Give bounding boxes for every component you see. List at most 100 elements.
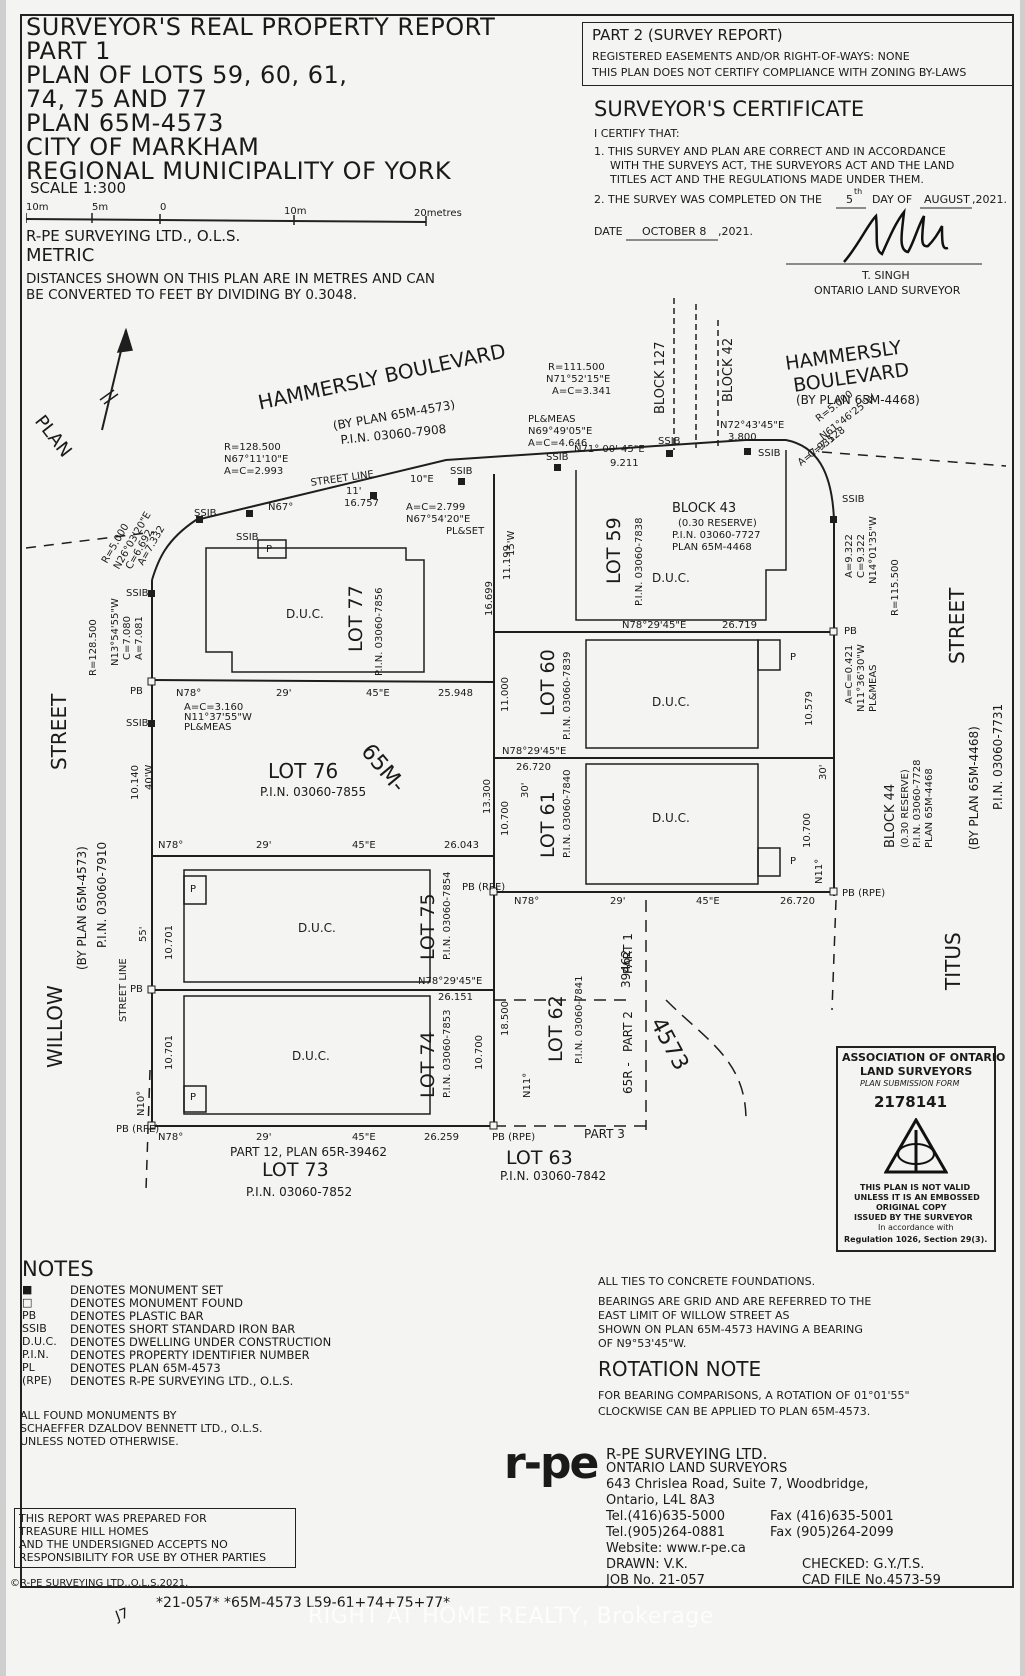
ssib-3: SSIB: [450, 466, 473, 477]
scale-bar: [26, 213, 427, 226]
firm-line: R-PE SURVEYING LTD., O.L.S.: [26, 227, 241, 245]
ssib-8: SSIB: [126, 588, 149, 599]
curve-4-note: PL&SET: [446, 526, 485, 537]
found-note-2: SCHAEFFER DZALDOV BENNETT LTD., O.L.S.: [20, 1422, 263, 1435]
curve-9-chord: C=9.322: [856, 534, 867, 578]
duc-lot-59: D.U.C.: [652, 571, 690, 585]
block-43-label: BLOCK 43: [672, 501, 737, 516]
titus-plan-ref: (BY PLAN 65M-4468): [967, 726, 981, 850]
ssib-1: SSIB: [194, 508, 217, 519]
bearing-1-deg: N78°: [176, 688, 202, 699]
willow-plan-ref: (BY PLAN 65M-4573): [75, 846, 89, 970]
duc-lot-74: D.U.C.: [292, 1049, 330, 1063]
part2-zoning: THIS PLAN DOES NOT CERTIFY COMPLIANCE WI…: [592, 66, 967, 79]
stamp-note-5: In accordance with: [878, 1223, 954, 1232]
pb-rpe-4: PB (RPE): [842, 888, 886, 899]
duc-lot-60: D.U.C.: [652, 695, 690, 709]
company-fax-2: Fax (905)264-2099: [770, 1525, 894, 1540]
ties-note: ALL TIES TO CONCRETE FOUNDATIONS.: [598, 1275, 816, 1288]
metric-label: METRIC: [26, 245, 95, 266]
certificate-heading: SURVEYOR'S CERTIFICATE: [594, 97, 865, 121]
bearing-8-dist: 9.211: [610, 458, 639, 469]
surveyor-role: ONTARIO LAND SURVEYOR: [814, 284, 961, 297]
bearing-1-sec: 45"E: [366, 688, 390, 699]
dist-6: 10.140: [130, 765, 141, 800]
curve-9-radius: R=115.500: [890, 559, 901, 616]
block-43-plan: PLAN 65M-4468: [672, 542, 752, 553]
curve-2-bearing: N71°52'15"E: [546, 374, 611, 385]
porch-2: P: [790, 652, 797, 663]
dist-19: N11°: [814, 858, 825, 884]
block-44-label: BLOCK 44: [883, 783, 898, 848]
ssib-7: SSIB: [842, 494, 865, 505]
distance-note-1: DISTANCES SHOWN ON THIS PLAN ARE IN METR…: [26, 271, 436, 287]
curve-7-note: PL&MEAS: [184, 722, 232, 733]
part2-easements: REGISTERED EASEMENTS AND/OR RIGHT-OF-WAY…: [592, 50, 910, 63]
bearing-note-1: BEARINGS ARE GRID AND ARE REFERRED TO TH…: [598, 1295, 872, 1308]
part2-heading: PART 2 (SURVEY REPORT): [592, 26, 783, 44]
prepared-line-2: TREASURE HILL HOMES: [19, 1525, 149, 1538]
certify-day-suffix: th: [854, 187, 863, 196]
title-line-6: CITY OF MARKHAM: [26, 133, 260, 161]
bearing-1-dist: 25.948: [438, 688, 473, 699]
bearing-3-dist: 26.151: [438, 992, 473, 1003]
dist-20: 30': [818, 764, 829, 780]
dist-10: 18.500: [500, 1001, 511, 1036]
bearing-4-dist: 26.259: [424, 1132, 459, 1143]
stamp-number: 2178141: [874, 1093, 948, 1111]
lot-61-label: LOT 61: [537, 791, 559, 858]
lot-59-pin: P.I.N. 03060-7838: [634, 517, 645, 607]
bearing-2-min: 29': [256, 840, 272, 851]
rotation-note-1: FOR BEARING COMPARISONS, A ROTATION OF 0…: [598, 1389, 910, 1402]
willow-pin: P.I.N. 03060-7910: [95, 841, 109, 948]
block-127-label: BLOCK 127: [653, 341, 668, 414]
lot-60-pin: P.I.N. 03060-7839: [562, 651, 573, 741]
surveyor-signature: [843, 207, 949, 263]
bearing-10-dist: 16.757: [344, 498, 379, 509]
note-value: DENOTES PROPERTY IDENTIFIER NUMBER: [70, 1348, 310, 1362]
stamp-note-2: UNLESS IT IS AN EMBOSSED: [854, 1193, 980, 1202]
bearing-1-min: 29': [276, 688, 292, 699]
curve-4-bearing: N67°54'20"E: [406, 514, 471, 525]
porch-5: P: [190, 1092, 197, 1103]
bearing-note-4: OF N9°53'45"W.: [598, 1337, 687, 1350]
bearing-5-dist: 26.719: [722, 620, 757, 631]
dist-2: 16.699: [484, 581, 495, 616]
certify-day: 5: [846, 193, 853, 206]
stamp-note-3: ORIGINAL COPY: [876, 1203, 947, 1212]
scale-bar-5m: 5m: [92, 202, 109, 213]
bearing-2-sec: 45"E: [352, 840, 376, 851]
certify-month: AUGUST: [924, 193, 970, 206]
note-value: DENOTES MONUMENT SET: [70, 1283, 224, 1297]
note-key: PB: [22, 1309, 37, 1322]
duc-lot-61: D.U.C.: [652, 811, 690, 825]
pb-2: PB: [130, 984, 143, 995]
curve-10-bearing: N11°36'30"W: [856, 644, 867, 712]
title-line-1: SURVEYOR'S REAL PROPERTY REPORT: [26, 13, 496, 41]
notes-heading: NOTES: [22, 1257, 94, 1281]
lot-73-pin: P.I.N. 03060-7852: [246, 1185, 353, 1199]
pb-rpe-2: PB (RPE): [462, 882, 506, 893]
prepared-line-1: THIS REPORT WAS PREPARED FOR: [19, 1512, 207, 1525]
dist-12: 10.700: [802, 813, 813, 848]
date-year: ,2021.: [718, 225, 753, 238]
title-line-5: PLAN 65M-4573: [26, 109, 224, 137]
titus-pin: P.I.N. 03060-7731: [991, 703, 1005, 810]
surveyor-name: T. SINGH: [862, 269, 910, 282]
scale-bar-10m: 10m: [26, 202, 49, 213]
certify-year: ,2021.: [972, 193, 1007, 206]
plan-65r-label: 65R -: [621, 1062, 635, 1094]
note-value: DENOTES PLASTIC BAR: [70, 1309, 204, 1323]
bearing-10-sec: 10"E: [410, 474, 434, 485]
scale-bar-20m: 20metres: [414, 208, 462, 219]
certify-underlines: [836, 207, 972, 209]
lot-62-label: LOT 62: [545, 995, 567, 1062]
willow-label: WILLOW: [43, 985, 67, 1068]
note-value: DENOTES DWELLING UNDER CONSTRUCTION: [70, 1335, 332, 1349]
title-line-2: PART 1: [26, 37, 111, 65]
bearing-7-deg: N78°: [514, 896, 540, 907]
lot-59-label: LOT 59: [603, 517, 625, 584]
street-label-east: STREET: [945, 587, 969, 664]
note-key: D.U.C.: [22, 1335, 57, 1348]
bearing-9: N72°43'45"E: [720, 420, 785, 431]
